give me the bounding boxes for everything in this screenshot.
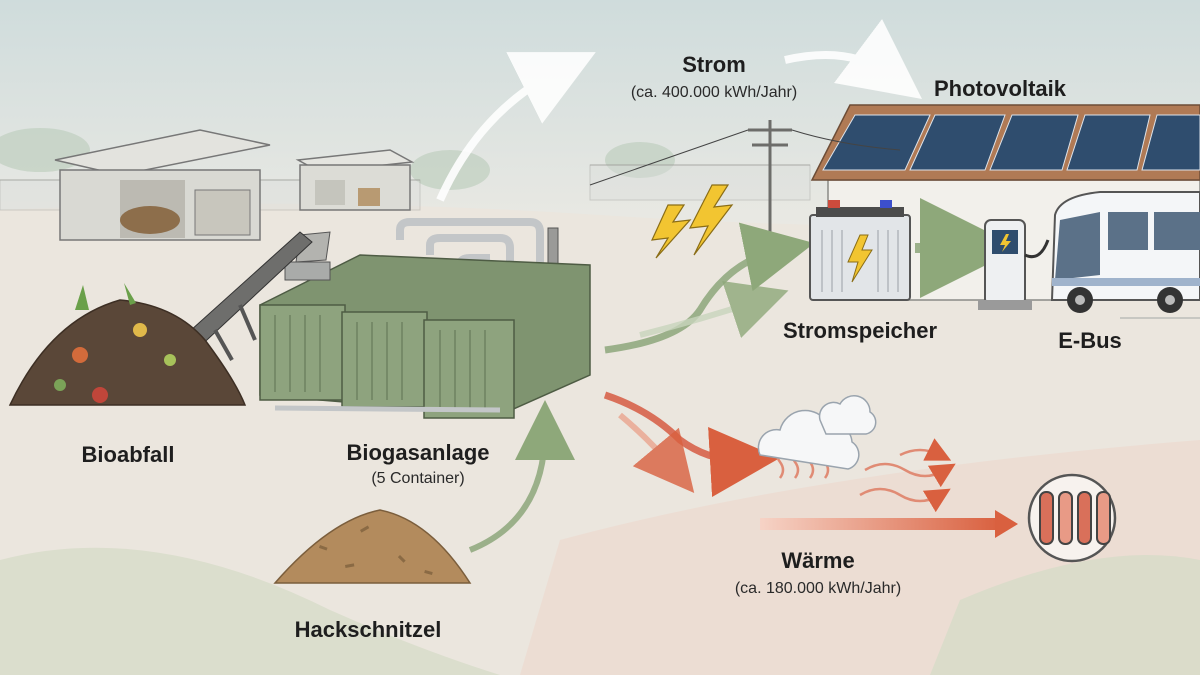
label-waerme-sub: (ca. 180.000 kWh/Jahr) (734, 580, 902, 597)
label-waerme: Wärme (781, 548, 855, 573)
storage-shed (54, 129, 271, 241)
label-strom: Strom (682, 52, 746, 77)
battery-icon (809, 200, 911, 301)
label-stromspeicher: Stromspeicher (782, 318, 938, 343)
label-biogasanlage: Biogasanlage (346, 440, 490, 465)
hackschnitzel-pile (273, 509, 472, 584)
label-photovoltaik: Photovoltaik (933, 76, 1067, 101)
steam-cloud (757, 395, 877, 470)
label-biogasanlage-sub: (5 Container) (371, 470, 465, 487)
solar-panels (822, 114, 1200, 171)
label-strom-sub: (ca. 400.000 kWh/Jahr) (630, 84, 798, 101)
label-hackschnitzel: Hackschnitzel (294, 617, 442, 642)
label-ebus: E-Bus (1058, 328, 1122, 353)
small-shed (295, 149, 415, 211)
bus-icon (1050, 191, 1200, 319)
charging-station-icon (978, 219, 1050, 310)
label-bioabfall: Bioabfall (81, 442, 175, 467)
radiator-icon (1027, 473, 1117, 563)
biogas-containers (259, 218, 591, 419)
lightning-icon (651, 184, 734, 259)
bioabfall-pile (8, 283, 247, 406)
